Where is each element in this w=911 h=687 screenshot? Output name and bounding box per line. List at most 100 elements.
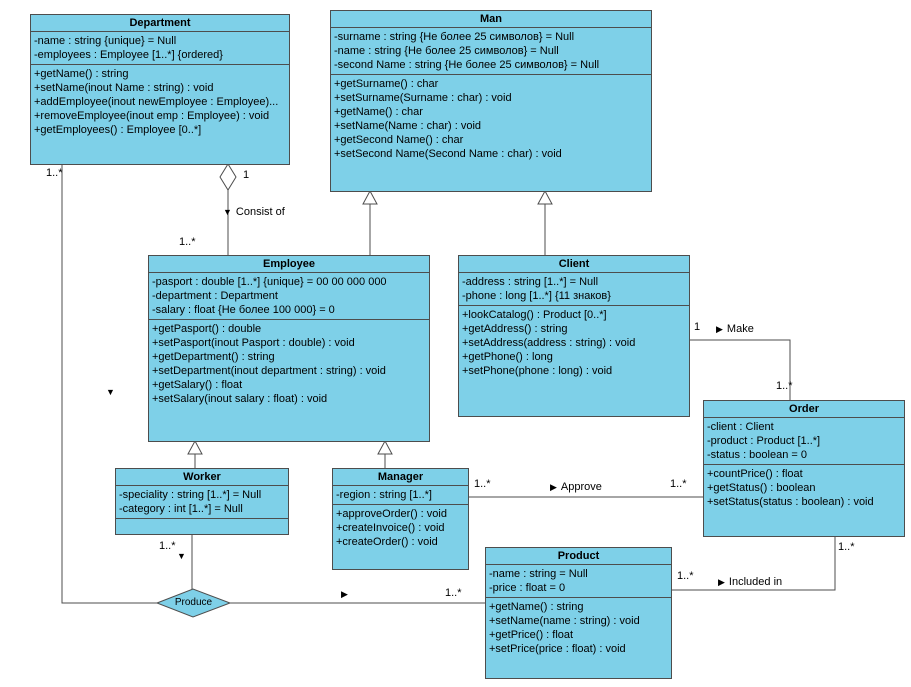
methods-compartment: +countPrice() : float +getStatus() : boo… — [704, 465, 904, 536]
method: +setPhone(phone : long) : void — [462, 365, 613, 377]
attribute: -employees : Employee [1..*] {ordered} — [34, 49, 223, 61]
attributes-compartment: -speciality : string [1..*] = Null -cate… — [116, 486, 288, 519]
class-name: Manager — [333, 469, 468, 486]
direction-arrow-down-icon: ▼ — [177, 551, 186, 561]
methods-compartment: +getSurname() : char +setSurname(Surname… — [331, 75, 651, 191]
method: +setSecond Name(Second Name : char) : vo… — [334, 148, 562, 160]
method: +removeEmployee(inout emp : Employee) : … — [34, 110, 270, 122]
edge-label-text: Consist of — [235, 206, 285, 218]
method: +setPrice(price : float) : void — [489, 643, 626, 655]
edge-label-text: Included in — [728, 576, 783, 588]
aggregation-diamond-icon — [219, 163, 237, 191]
attribute: -name : string {Не более 25 символов} = … — [334, 45, 559, 57]
attribute: -speciality : string [1..*] = Null — [119, 489, 262, 501]
class-manager[interactable]: Manager -region : string [1..*] +approve… — [332, 468, 469, 570]
method: +getAddress() : string — [462, 323, 568, 335]
attribute: -status : boolean = 0 — [707, 449, 807, 461]
class-name: Order — [704, 401, 904, 418]
attribute: -region : string [1..*] — [336, 489, 432, 501]
class-employee[interactable]: Employee -pasport : double [1..*] {uniqu… — [148, 255, 430, 442]
edge-included-in[interactable] — [670, 535, 836, 591]
method: +addEmployee(inout newEmployee : Employe… — [34, 96, 279, 108]
direction-arrow-right-icon: ▶ — [718, 577, 725, 587]
class-product[interactable]: Product -name : string = Null -price : f… — [485, 547, 672, 679]
multiplicity-manager-approve: 1..* — [474, 478, 491, 490]
edge-label-approve: ▶Approve — [550, 481, 602, 493]
direction-arrow-right-icon: ▶ — [716, 324, 723, 334]
edge-label-text: Make — [726, 323, 754, 335]
class-name: Man — [331, 11, 651, 28]
produce-diamond[interactable] — [155, 588, 232, 618]
multiplicity-order-approve: 1..* — [670, 478, 687, 490]
generalization-arrow-icon — [537, 189, 553, 205]
multiplicity-department-produce: 1..* — [46, 167, 63, 179]
methods-compartment: +getName() : string +setName(name : stri… — [486, 598, 671, 678]
attribute: -phone : long [1..*] {11 знаков} — [462, 290, 611, 302]
method: +setPasport(inout Pasport : double) : vo… — [152, 337, 355, 349]
method: +countPrice() : float — [707, 468, 803, 480]
multiplicity-product-included-in: 1..* — [677, 570, 694, 582]
direction-arrow-down-icon: ▼ — [223, 207, 232, 217]
method: +setStatus(status : boolean) : void — [707, 496, 874, 508]
attributes-compartment: -client : Client -product : Product [1..… — [704, 418, 904, 465]
method: +getPhone() : long — [462, 351, 553, 363]
attributes-compartment: -surname : string {Не более 25 символов}… — [331, 28, 651, 75]
class-name: Worker — [116, 469, 288, 486]
generalization-arrow-icon — [187, 439, 203, 455]
multiplicity-worker-produce: 1..* — [159, 540, 176, 552]
method: +getSurname() : char — [334, 78, 439, 90]
edge-label-consist-of: ▼Consist of — [223, 206, 285, 218]
method: +getDepartment() : string — [152, 351, 275, 363]
method: +setName(inout Name : string) : void — [34, 82, 214, 94]
class-client[interactable]: Client -address : string [1..*] = Null -… — [458, 255, 690, 417]
attribute: -name : string = Null — [489, 568, 588, 580]
direction-arrow-down-icon: ▼ — [106, 387, 115, 397]
attribute: -name : string {unique} = Null — [34, 35, 177, 47]
edge-label-text: Approve — [560, 481, 602, 493]
method: +getPasport() : double — [152, 323, 262, 335]
class-name: Department — [31, 15, 289, 32]
attributes-compartment: -pasport : double [1..*] {unique} = 00 0… — [149, 273, 429, 320]
edge-produce-department[interactable] — [61, 163, 157, 604]
method: +setName(Name : char) : void — [334, 120, 482, 132]
class-man[interactable]: Man -surname : string {Не более 25 симво… — [330, 10, 652, 192]
method: +getPrice() : float — [489, 629, 574, 641]
edge-label-included-in: ▶Included in — [718, 576, 782, 588]
method: +getName() : char — [334, 106, 423, 118]
attribute: -category : int [1..*] = Null — [119, 503, 243, 515]
method: +getName() : string — [34, 68, 129, 80]
produce-association-label: Produce — [174, 597, 213, 608]
method: +lookCatalog() : Product [0..*] — [462, 309, 607, 321]
attributes-compartment: -region : string [1..*] — [333, 486, 468, 505]
attribute: -price : float = 0 — [489, 582, 566, 594]
method: +getName() : string — [489, 601, 584, 613]
attribute: -department : Department — [152, 290, 278, 302]
method: +createInvoice() : void — [336, 522, 445, 534]
attribute: -address : string [1..*] = Null — [462, 276, 599, 288]
method: +getSalary() : float — [152, 379, 243, 391]
method: +setSalary(inout salary : float) : void — [152, 393, 328, 405]
attribute: -client : Client — [707, 421, 774, 433]
edge-label-make: ▶Make — [716, 323, 754, 335]
class-department[interactable]: Department -name : string {unique} = Nul… — [30, 14, 290, 165]
method: +setDepartment(inout department : string… — [152, 365, 386, 377]
methods-compartment: +getPasport() : double +setPasport(inout… — [149, 320, 429, 441]
class-name: Client — [459, 256, 689, 273]
attribute: -product : Product [1..*] — [707, 435, 821, 447]
method: +setAddress(address : string) : void — [462, 337, 636, 349]
methods-compartment: +approveOrder() : void +createInvoice() … — [333, 505, 468, 569]
direction-arrow-right-icon: ▶ — [341, 589, 348, 599]
class-order[interactable]: Order -client : Client -product : Produc… — [703, 400, 905, 537]
multiplicity-department-consist-of: 1 — [243, 169, 250, 181]
multiplicity-client-make: 1 — [694, 321, 701, 333]
multiplicity-product-produce: 1..* — [445, 587, 462, 599]
edge-make[interactable] — [688, 339, 791, 400]
attributes-compartment: -name : string = Null -price : float = 0 — [486, 565, 671, 598]
attributes-compartment: -name : string {unique} = Null -employee… — [31, 32, 289, 65]
class-worker[interactable]: Worker -speciality : string [1..*] = Nul… — [115, 468, 289, 535]
method: +createOrder() : void — [336, 536, 438, 548]
method: +setName(name : string) : void — [489, 615, 640, 627]
attribute: -salary : float {Не более 100 000} = 0 — [152, 304, 335, 316]
